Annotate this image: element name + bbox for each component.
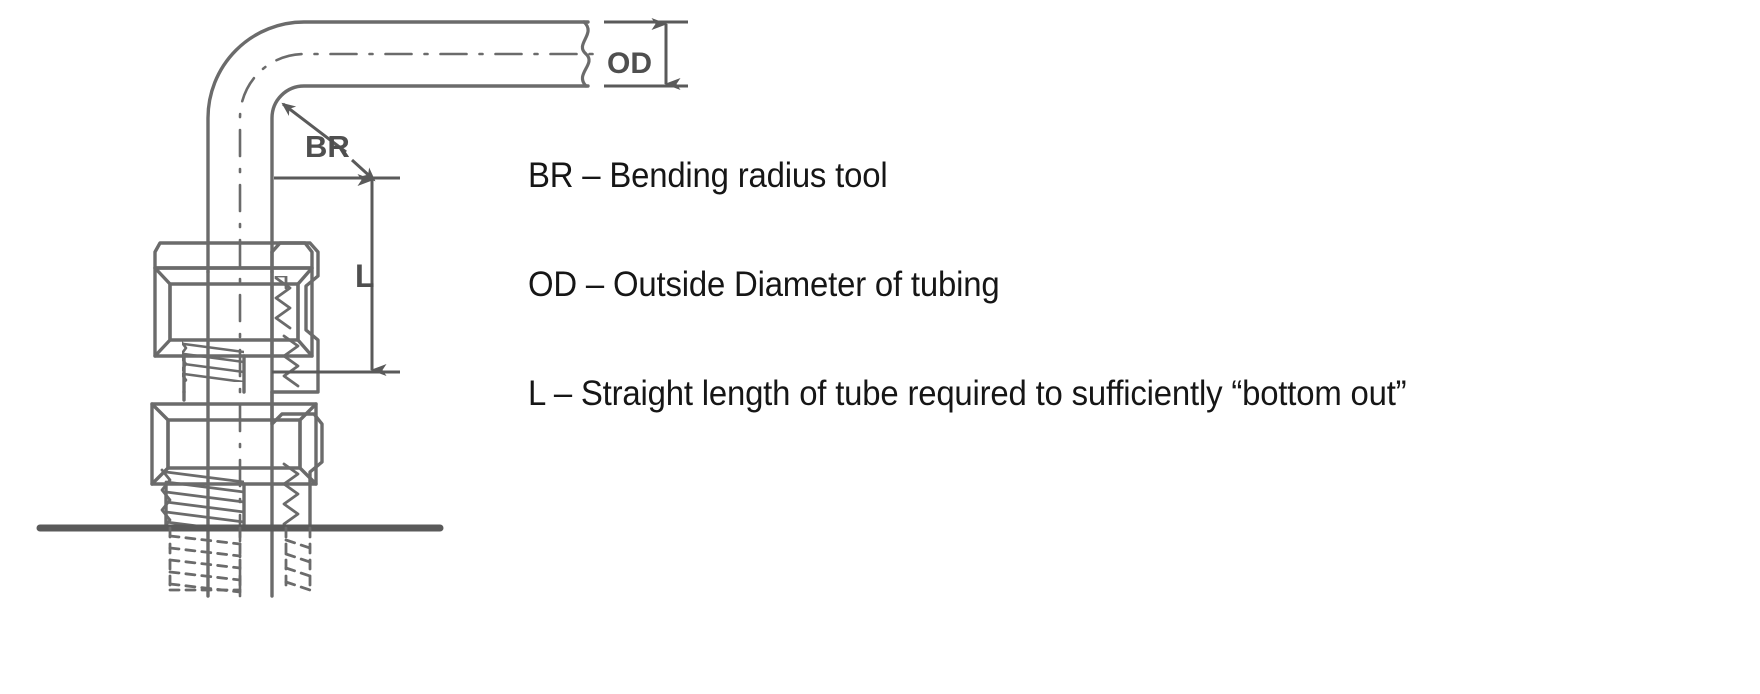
legend-line-od: OD – Outside Diameter of tubing xyxy=(528,265,1000,304)
upper-shank-threads xyxy=(182,340,244,382)
legend-line-br: BR – Bending radius tool xyxy=(528,156,888,195)
br-leader-group xyxy=(281,102,347,154)
od-label: OD xyxy=(607,47,652,80)
upper-nut-hex-face xyxy=(168,282,300,342)
body-right-profile-upper xyxy=(270,241,320,394)
upper-nut-collar xyxy=(153,241,314,270)
tube-assembly xyxy=(36,20,606,598)
lower-shank-threads xyxy=(160,468,244,530)
br-label: BR xyxy=(305,129,350,164)
br-leader-line xyxy=(281,102,347,154)
upper-nut-hex-body xyxy=(153,266,172,358)
lower-nut-hex-face xyxy=(166,418,302,470)
tube-outer-wall xyxy=(206,20,590,274)
od-dimension-group xyxy=(604,18,688,90)
hidden-threads-below-panel xyxy=(168,526,242,594)
l-dimension-group xyxy=(272,158,400,376)
legend-block: BR – Bending radius tool OD – Outside Di… xyxy=(528,158,1738,411)
upper-ferrule-threads xyxy=(274,276,292,330)
hidden-threads-right-below-panel xyxy=(284,526,312,592)
upper-right-ferrule-threads xyxy=(282,334,300,388)
lower-ferrule-threads xyxy=(282,462,300,526)
tube-inner-wall xyxy=(270,84,590,274)
tube-centerline xyxy=(238,52,606,598)
legend-line-l: L – Straight length of tube required to … xyxy=(528,374,1407,413)
br-to-l-leader xyxy=(350,158,376,182)
l-label: L xyxy=(355,258,375,294)
tube-break-symbol xyxy=(580,20,591,88)
